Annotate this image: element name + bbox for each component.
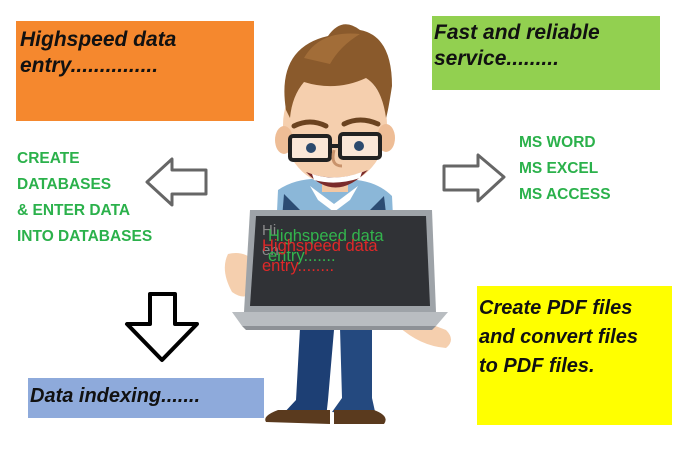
screen-text-green: Highspeed data entry....... (268, 226, 384, 266)
left-list-line4: INTO DATABASES (17, 228, 153, 245)
ms-office-list: MS WORD MS EXCEL MS ACCESS (519, 130, 611, 208)
left-list-line2: DATABASES (17, 176, 112, 193)
pdf-services-box: Create PDF files and convert files to PD… (477, 286, 672, 425)
screen-text-green-line2: entry....... (268, 247, 336, 265)
pdf-line3: to PDF files. (479, 355, 595, 377)
highspeed-line2: entry............... (20, 54, 159, 78)
laptop-icon (232, 210, 448, 330)
fast-service-box: Fast and reliable service......... (432, 16, 660, 90)
left-arrow-icon (145, 157, 208, 207)
screen-text-green-line1: Highspeed data (268, 227, 384, 245)
ms-access-text: MS ACCESS (519, 186, 611, 203)
screen-text-faint-line1: Hi (262, 222, 277, 239)
left-list-line1: CREATE (17, 150, 80, 167)
data-indexing-text: Data indexing....... (30, 385, 201, 407)
fast-line1: Fast and reliable (434, 21, 600, 44)
highspeed-entry-box: Highspeed data entry............... (16, 21, 254, 121)
highspeed-line1: Highspeed data (20, 28, 177, 51)
down-arrow-icon (125, 292, 199, 362)
screen-text-red: Highspeed data entry........ (262, 236, 378, 276)
screen-text-faint: Hi en (262, 221, 279, 261)
ms-word-text: MS WORD (519, 134, 596, 151)
ms-excel-text: MS EXCEL (519, 160, 599, 177)
screen-text-red-line2: entry........ (262, 257, 335, 275)
left-list-line3: & ENTER DATA (17, 202, 131, 219)
data-indexing-box: Data indexing....... (28, 378, 264, 418)
create-databases-text: CREATE DATABASES & ENTER DATA INTO DATAB… (17, 146, 152, 250)
pdf-line1: Create PDF files (479, 297, 633, 319)
screen-text-faint-line2: en (262, 242, 279, 259)
fast-line2: service......... (434, 47, 559, 71)
right-arrow-icon (442, 153, 506, 203)
pdf-line2: and convert files (479, 326, 638, 348)
screen-text-red-line1: Highspeed data (262, 237, 378, 255)
